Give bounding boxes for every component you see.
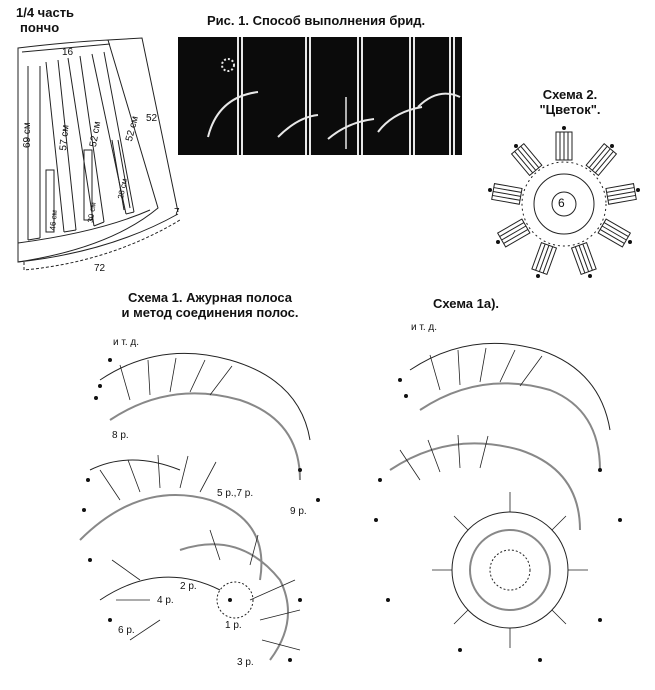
poncho-label-top: 16 [62, 47, 74, 58]
scheme1-title: Схема 1. Ажурная полоса [128, 290, 292, 305]
scheme2-title: Схема 2. [542, 87, 598, 102]
scheme1-label-row1: 1 р. [225, 620, 242, 631]
scheme1-label-etc: и т. д. [113, 337, 140, 348]
scheme1a-label-etc: и т. д. [411, 322, 438, 333]
scheme1-label-row2: 2 р. [180, 581, 197, 592]
brid-photo [178, 37, 462, 155]
flower-center-number: 6 [558, 196, 565, 210]
fig1-title: Рис. 1. Способ выполнения брид. [207, 13, 426, 28]
scheme1-label-row3: 3 р. [237, 657, 254, 668]
scheme1-label-row5-7: 5 р.,7 р. [217, 488, 254, 499]
scheme2-subtitle: "Цветок". [539, 102, 601, 117]
scheme1a-title: Схема 1а). [433, 296, 500, 311]
poncho-title: 1/4 часть [16, 5, 75, 20]
scheme1-label-row6: 6 р. [118, 625, 135, 636]
scheme1-label-row9: 9 р. [290, 506, 307, 517]
poncho-title-line2: пончо [20, 20, 60, 35]
brid-photo-illustration [207, 37, 461, 155]
poncho-label-side: 52 [146, 113, 158, 124]
poncho-label-band: 7 [174, 207, 180, 218]
scheme1-subtitle: и метод соединения полос. [121, 305, 299, 320]
poncho-label-bottom: 72 [94, 263, 106, 274]
scheme1-label-row8: 8 р. [112, 430, 129, 441]
scheme1-label-row4: 4 р. [157, 595, 174, 606]
